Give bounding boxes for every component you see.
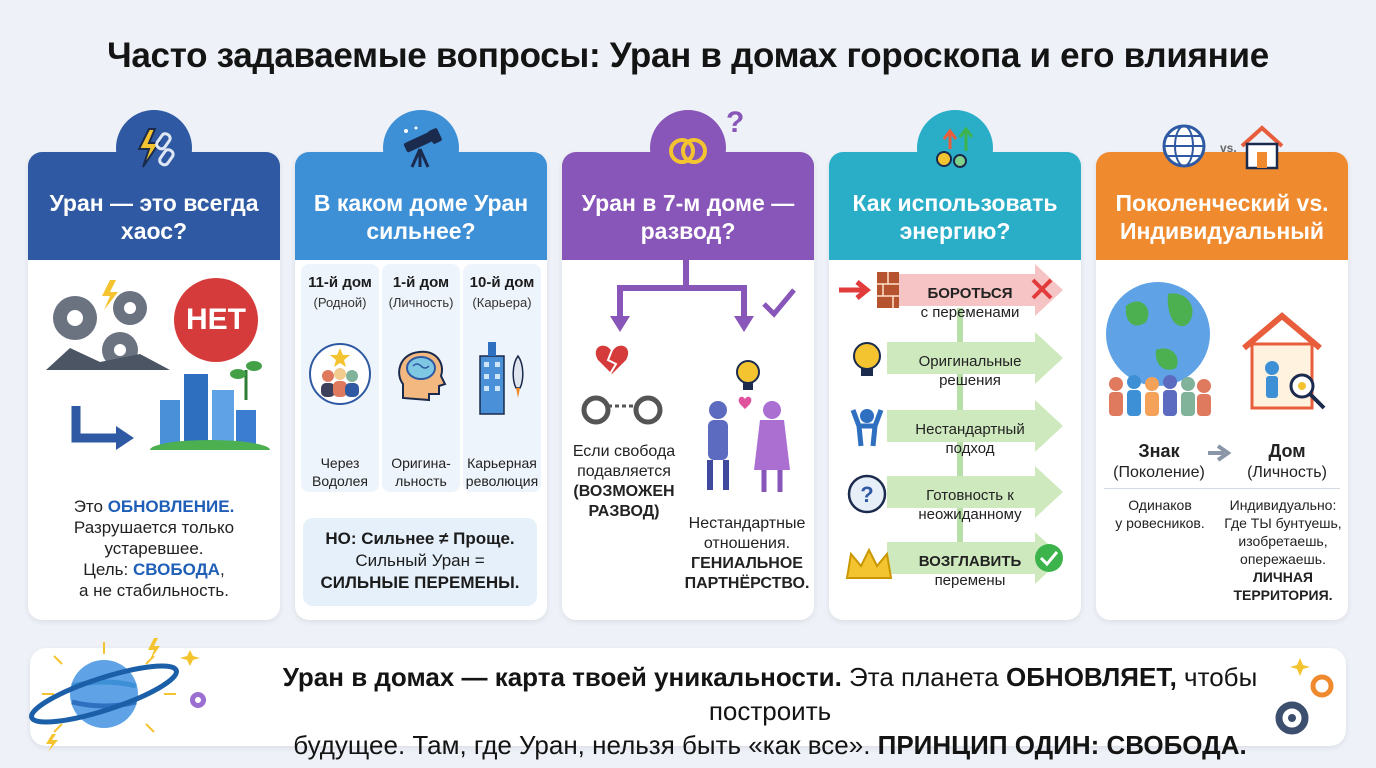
rings-question-icon <box>650 110 726 186</box>
left-outcome-text: Если свобода подавляется (ВОЗМОЖЕН РАЗВО… <box>572 443 676 520</box>
note-box: НО: Сильнее ≠ Проще. Сильный Уран = СИЛЬ… <box>303 518 537 606</box>
people-group-icon <box>309 343 371 405</box>
uranus-planet-icon <box>29 638 206 752</box>
skyscraper-rocket-icon <box>479 342 524 415</box>
globe-vs-house-icon: vs. <box>1158 120 1288 174</box>
question-mark-icon: ? <box>726 106 745 139</box>
right-outcome-text: Нестандартные отношения. ГЕНИАЛЬНОЕ ПАРТ… <box>684 515 810 592</box>
split-path-illustration <box>581 260 796 492</box>
arrow-right-icon <box>1208 444 1232 462</box>
card-answer: Это ОБНОВЛЕНИЕ. Разрушается только устар… <box>73 497 235 600</box>
summary-text: Уран в домах — карта твоей уникальности.… <box>282 662 1258 760</box>
lightning-broken-chain-icon <box>116 110 192 186</box>
card-title: Поколенческий vs. Индивидуальный <box>1096 152 1348 260</box>
house-label: Дом (Личность) <box>1247 441 1327 481</box>
sign-label: Знак (Поколение) <box>1113 441 1205 481</box>
faq-card-seventh-house: ? Уран в 7-м доме — развод? Если свобода… <box>562 106 814 620</box>
faq-card-strongest-house: В каком доме Уран сильнее? 11-й дом (Род… <box>295 110 547 620</box>
no-badge: НЕТ <box>174 278 258 362</box>
house-column: 1-й дом (Личность) Оригина-льность <box>382 264 460 492</box>
svg-text:?: ? <box>860 482 873 507</box>
gears-rubble-city-illustration <box>46 280 270 450</box>
telescope-icon <box>383 110 459 186</box>
globe-people-house-illustration <box>1106 282 1326 416</box>
divider <box>1104 488 1340 489</box>
brain-head-icon <box>398 350 447 402</box>
summary-footer: Уран в домах — карта твоей уникальности.… <box>29 638 1346 760</box>
gears-arrows-icon <box>917 110 993 186</box>
faq-card-generational-vs-individual: vs. Поколенческий vs. Индивидуальный Зна… <box>1096 124 1348 620</box>
faq-card-chaos: Уран — это всегда хаос? НЕТ Это ОБНОВЛЕН… <box>28 110 280 620</box>
sign-description: Одинаков у ровесников. <box>1115 497 1205 531</box>
page-title: Часто задаваемые вопросы: Уран в домах г… <box>107 36 1269 75</box>
gears-sparkle-icon <box>1275 658 1334 735</box>
vs-label: vs. <box>1220 141 1237 155</box>
house-description: Индивидуально: Где ТЫ бунтуешь, изобрета… <box>1224 497 1342 603</box>
steps-flow-illustration: ? <box>839 264 1063 584</box>
